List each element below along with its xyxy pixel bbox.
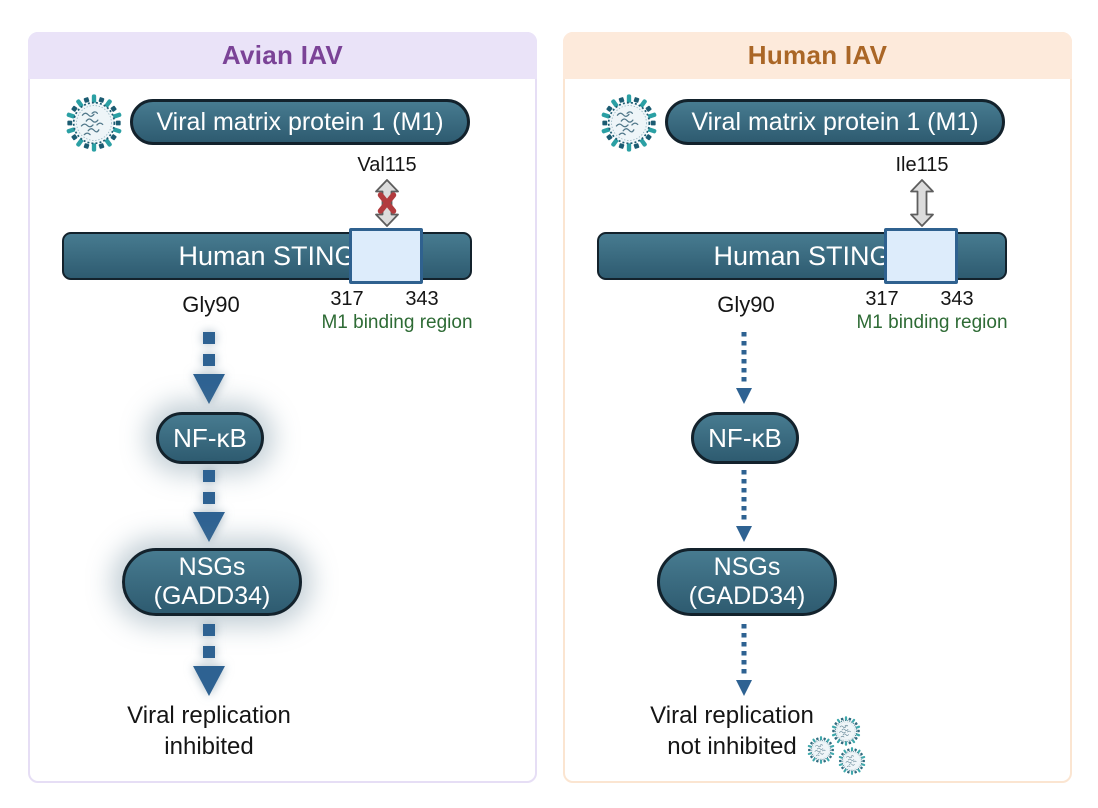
outcome-line2: not inhibited (667, 733, 797, 760)
m1-protein-pill: Viral matrix protein 1 (M1) (665, 99, 1005, 145)
gly90-residue-label: Gly90 (182, 292, 240, 317)
nsgs-node: NSGs (GADD34) (657, 548, 837, 616)
binding-double-arrow-icon (910, 179, 934, 227)
panel-human-header: Human IAV (563, 32, 1072, 79)
signal-arrow-dashed-icon (193, 470, 225, 542)
m1-protein-label: Viral matrix protein 1 (M1) (691, 107, 979, 136)
region-end-label: 343 (405, 288, 439, 310)
region-start-label: 317 (330, 288, 364, 310)
blocked-x-icon (377, 192, 397, 214)
panel-avian-iav: Avian IAV Viral matrix protein 1 (M1) Va… (28, 32, 537, 783)
progeny-virion-icon (806, 735, 836, 765)
nfkb-node: NF-κB (691, 412, 799, 464)
m1-binding-region-box (884, 228, 958, 284)
nsgs-node: NSGs (GADD34) (122, 548, 302, 616)
signal-arrow-dotted-icon (736, 470, 752, 542)
nsgs-label-line2: (GADD34) (688, 582, 806, 610)
outcome-line1: Viral replication (127, 702, 291, 729)
m1-binding-region-label: M1 binding region (856, 312, 1008, 333)
nfkb-node: NF-κB (156, 412, 264, 464)
nsgs-label-line1: NSGs (178, 553, 246, 581)
signal-arrow-dashed-icon (193, 624, 225, 696)
outcome-line2: inhibited (164, 733, 254, 760)
m1-binding-region-label: M1 binding region (321, 312, 473, 333)
binding-double-arrow-blocked-icon (375, 179, 399, 227)
region-start-label: 317 (865, 288, 899, 310)
panel-title: Human IAV (747, 40, 888, 70)
sting-label: Human STING (713, 240, 891, 271)
panel-avian-header: Avian IAV (28, 32, 537, 79)
signal-arrow-dotted-icon (736, 624, 752, 696)
outcome-text: Viral replication not inhibited (582, 700, 882, 762)
nfkb-label: NF-κB (173, 422, 247, 453)
signal-arrow-dotted-icon (736, 332, 752, 404)
outcome-line1: Viral replication (650, 702, 814, 729)
m1-protein-pill: Viral matrix protein 1 (M1) (130, 99, 470, 145)
panel-human-iav: Human IAV Viral matrix protein 1 (M1) Il… (563, 32, 1072, 783)
nfkb-label: NF-κB (708, 422, 782, 453)
m1-binding-region-box (349, 228, 423, 284)
influenza-virion-icon (598, 92, 660, 154)
m1-residue-label: Ile115 (895, 154, 949, 176)
m1-residue-label: Val115 (357, 154, 417, 176)
progeny-virion-icon (837, 746, 867, 776)
gly90-residue-label: Gly90 (717, 292, 775, 317)
nsgs-label-line2: (GADD34) (153, 582, 271, 610)
influenza-virion-icon (63, 92, 125, 154)
sting-label: Human STING (178, 240, 356, 271)
m1-protein-label: Viral matrix protein 1 (M1) (156, 107, 444, 136)
panel-title: Avian IAV (221, 40, 344, 70)
signal-arrow-dashed-icon (193, 332, 225, 404)
outcome-text: Viral replication inhibited (59, 700, 359, 762)
nsgs-label-line1: NSGs (713, 553, 781, 581)
region-end-label: 343 (940, 288, 974, 310)
